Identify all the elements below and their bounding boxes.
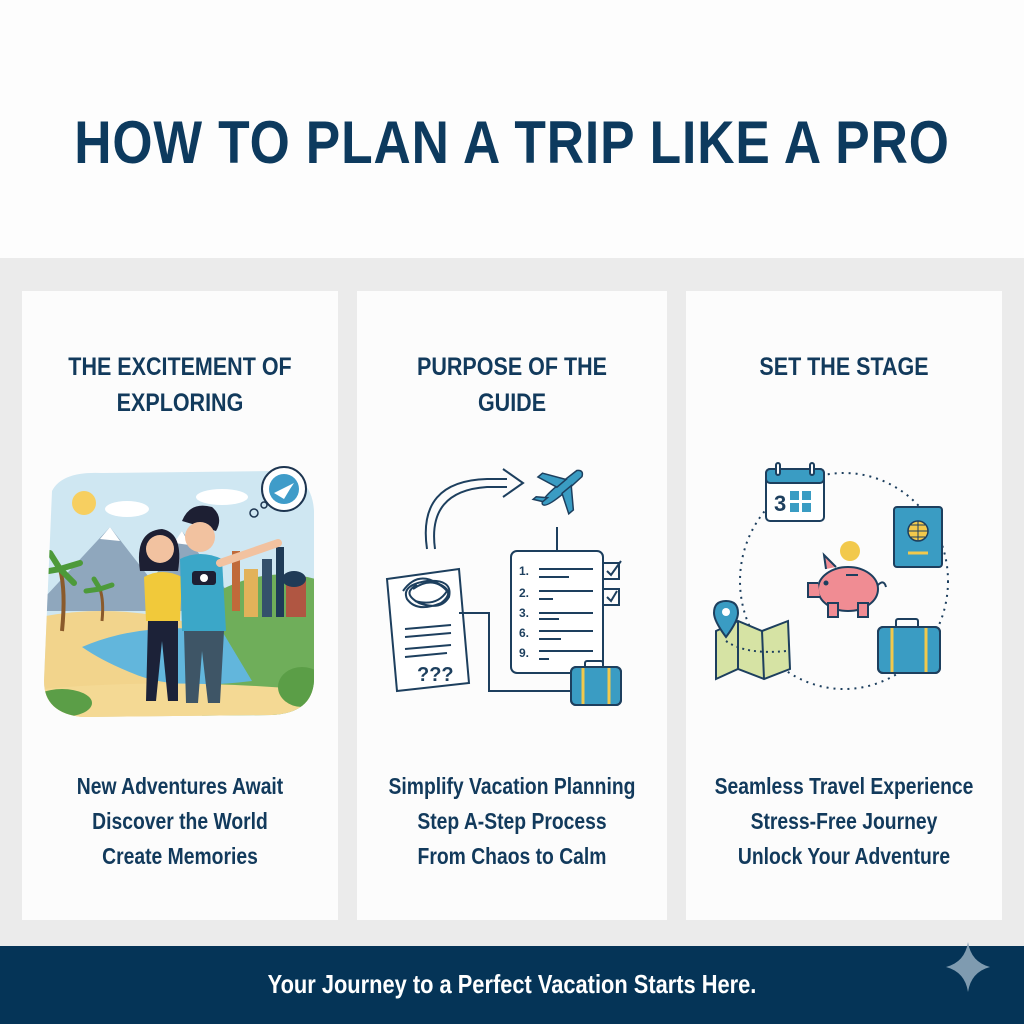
page-title: HOW TO PLAN A TRIP LIKE A PRO [74,109,950,176]
globe-airplane-icon [261,466,307,512]
sparkle-icon [942,940,994,994]
calendar-icon: 3 [765,462,825,522]
sun-icon [72,491,96,515]
tagline: Create Memories [102,843,258,869]
tagline: New Adventures Await [76,773,284,799]
card-title: PURPOSE OF THE GUIDE [417,353,607,417]
svg-text:2.: 2. [519,586,529,600]
suitcase-icon [570,660,622,706]
coin-icon [840,541,860,561]
map-icon [715,619,792,681]
footer-banner: Your Journey to a Perfect Vacation Start… [0,946,1024,1024]
messy-note-icon: ??? [385,567,471,693]
tagline: Simplify Vacation Planning [388,773,636,799]
card-set-the-stage: SET THE STAGE 3 [686,291,1002,920]
travel-essentials-cycle-illustration: 3 [686,451,1002,731]
svg-text:???: ??? [417,664,454,686]
card-title: THE EXCITEMENT OF EXPLORING [68,353,292,417]
checklist-icon: 1. 2. 3. 6. 9. [510,550,622,674]
card-taglines: Seamless Travel Experience Stress-Free J… [686,769,1002,874]
card-taglines: Simplify Vacation Planning Step A-Step P… [357,769,667,874]
location-pin-icon [712,599,740,639]
travel-couple-illustration [22,451,338,731]
curved-arrow-icon [424,468,525,550]
card-title: SET THE STAGE [759,353,929,381]
svg-text:6.: 6. [519,626,529,640]
card-purpose-of-guide: PURPOSE OF THE GUIDE [357,291,667,920]
svg-text:3.: 3. [519,606,529,620]
tagline: Discover the World [92,808,268,834]
piggy-bank-icon [807,552,887,618]
airplane-icon [531,469,584,516]
tagline: Stress-Free Journey [750,808,938,834]
card-excitement-of-exploring: THE EXCITEMENT OF EXPLORING [22,291,338,920]
tagline: Step A-Step Process [417,808,607,834]
svg-text:3: 3 [774,491,786,516]
card-taglines: New Adventures Await Discover the World … [22,769,338,874]
suitcase-icon [877,618,941,674]
footer-tagline: Your Journey to a Perfect Vacation Start… [267,969,757,999]
chaos-to-checklist-illustration: ??? 1. 2. 3. 6. 9. [357,451,667,731]
tagline: Unlock Your Adventure [737,843,951,869]
header: HOW TO PLAN A TRIP LIKE A PRO [0,0,1024,258]
tagline: From Chaos to Calm [417,843,607,869]
tagline: Seamless Travel Experience [714,773,974,799]
passport-icon [893,506,943,568]
svg-text:9.: 9. [519,646,529,660]
svg-text:1.: 1. [519,564,529,578]
